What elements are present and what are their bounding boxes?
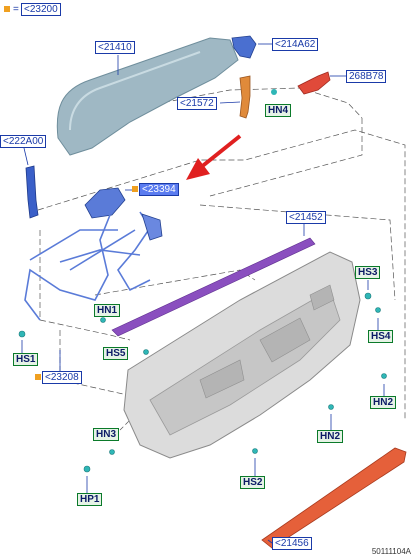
- label-hs1[interactable]: HS1: [13, 353, 39, 366]
- guide-top: [119, 87, 363, 119]
- fastener-hn1: [100, 317, 106, 323]
- label-21572[interactable]: <21572: [177, 97, 217, 110]
- lower-weatherstrip: [261, 447, 407, 549]
- label-21452[interactable]: <21452: [286, 211, 326, 224]
- inner-door-panel-openings: [199, 284, 335, 399]
- fastener-hn2b: [328, 404, 334, 410]
- upper-bracket: [231, 35, 257, 59]
- label-hn4[interactable]: HN4: [265, 104, 292, 117]
- rear-run-channel: [25, 165, 39, 219]
- door-glass-highlight: [69, 51, 201, 131]
- glass-run-channel: [239, 75, 251, 119]
- fastener-hp1: [83, 465, 91, 473]
- label-hs3[interactable]: HS3: [355, 266, 381, 279]
- red-connector: [297, 71, 331, 95]
- fastener-hs1: [18, 330, 26, 338]
- header-marker: [4, 6, 10, 12]
- label-hn1[interactable]: HN1: [94, 304, 121, 317]
- label-268b78[interactable]: 268B78: [346, 70, 387, 83]
- label-hp1[interactable]: HP1: [77, 493, 103, 506]
- label-222a00[interactable]: <222A00: [0, 135, 47, 148]
- label-214a62[interactable]: <214A62: [272, 38, 319, 51]
- guide-left: [39, 230, 131, 341]
- label-hn3[interactable]: HN3: [93, 428, 120, 441]
- regulator-arm-c: [29, 229, 118, 261]
- belt-moulding: [111, 237, 316, 337]
- label-hs2[interactable]: HS2: [240, 476, 266, 489]
- regulator-cross: [69, 229, 136, 271]
- fastener-hs5: [143, 349, 149, 355]
- fastener-hn3: [109, 449, 115, 455]
- door-glass: [56, 37, 239, 156]
- guide-long: [199, 204, 396, 301]
- regulator-frame: [24, 214, 111, 321]
- label-hs5[interactable]: HS5: [103, 347, 129, 360]
- marker-23394: [132, 186, 138, 192]
- label-23200[interactable]: <23200: [21, 3, 61, 16]
- label-21456[interactable]: <21456: [272, 537, 312, 550]
- marker-23208: [35, 374, 41, 380]
- diagram-code: 50111104A: [371, 547, 411, 556]
- guide-mid: [37, 129, 406, 420]
- highlight-arrow: [186, 134, 242, 180]
- label-23394[interactable]: <23394: [139, 183, 179, 196]
- fasteners: [18, 292, 387, 473]
- label-hs4[interactable]: HS4: [368, 330, 394, 343]
- fastener-hs4: [375, 307, 381, 313]
- fastener-hn2: [381, 373, 387, 379]
- fastener-hs3: [364, 292, 372, 300]
- regulator-bracket: [141, 213, 163, 241]
- guide-right: [209, 118, 363, 197]
- fastener-hs2: [252, 448, 258, 454]
- window-regulator: [24, 211, 151, 321]
- label-hn2[interactable]: HN2: [370, 396, 397, 409]
- regulator-motor: [84, 187, 126, 219]
- fastener-hn4: [271, 89, 277, 95]
- label-23208[interactable]: <23208: [42, 371, 82, 384]
- label-21410[interactable]: <21410: [95, 41, 135, 54]
- regulator-arm-b: [59, 249, 141, 263]
- equals-sign: =: [13, 4, 19, 15]
- guide-lower: [94, 269, 256, 296]
- label-hn2-lower[interactable]: HN2: [317, 430, 344, 443]
